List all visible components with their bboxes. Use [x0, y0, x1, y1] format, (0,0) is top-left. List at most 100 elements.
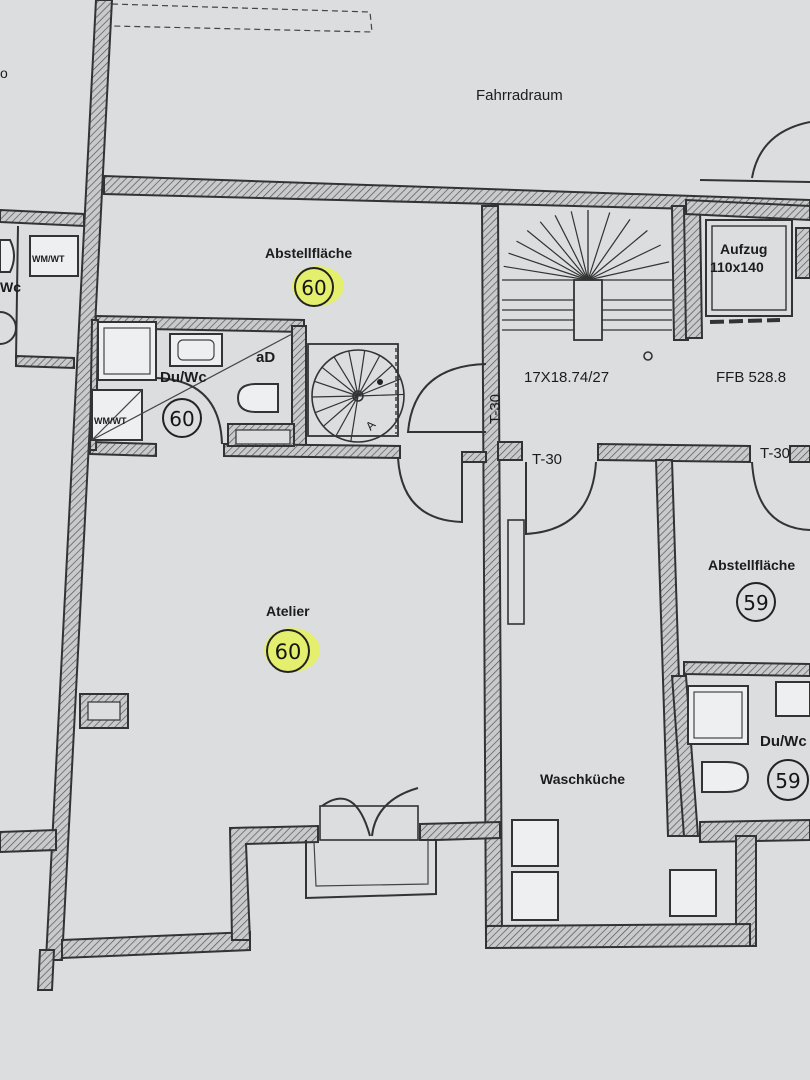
stair-end-dot: [643, 351, 653, 361]
stair-tread: [570, 211, 589, 281]
sink-left: [169, 333, 223, 367]
wasch-counter-top: [507, 519, 525, 625]
room-number-abstell-right-text: 59: [743, 591, 768, 615]
spiral-tread: [321, 366, 359, 397]
bench-duwc-inner: [235, 429, 291, 445]
washer-2: [511, 871, 559, 921]
spiral-tread: [335, 395, 359, 437]
wall-corridor-a: [497, 441, 523, 461]
round-far-left: [0, 311, 17, 345]
door-abstell-right-swing: [751, 461, 810, 531]
sink-left-bowl: [177, 339, 215, 361]
wall-abstell-right-bottom: [683, 660, 810, 678]
room-number-atelier-text: 60: [275, 640, 302, 664]
spiral-tread: [350, 395, 359, 442]
wall-corridor-c: [789, 445, 810, 463]
spiral-tread: [348, 350, 359, 397]
door-entry-swing: [406, 363, 487, 433]
label-wmwt-left: WM/WT: [94, 416, 127, 426]
elevator-car: [711, 225, 787, 311]
room-label-atelier: Atelier: [266, 603, 310, 619]
spiral-tread: [357, 350, 366, 397]
room-label-duwc-right: Du/Wc: [760, 733, 807, 750]
door-wasch-swing: [525, 461, 597, 536]
stair-tread: [554, 215, 589, 281]
spiral-tread: [322, 395, 359, 427]
room-label-abstellflaeche-right: Abstellfläche: [708, 557, 795, 573]
label-t30-vertical: T-30: [487, 394, 504, 424]
wall-left-unit-top: [0, 208, 85, 228]
stair-tread: [587, 212, 611, 281]
wall-duwc-bottom-left: [89, 440, 157, 458]
label-t30-wasch: T-30: [532, 451, 562, 468]
room-number-abstell-top-text: 60: [301, 276, 326, 300]
stair-core: [573, 279, 603, 341]
door-atelier-swing: [397, 457, 463, 524]
window-swing-left: [321, 797, 371, 837]
wall-wasch-bottom-right: [699, 818, 810, 844]
spiral-tread: [314, 380, 359, 397]
stair-tread: [587, 261, 670, 281]
stair-tread: [539, 221, 589, 281]
spiral-stair-center: [352, 390, 364, 402]
washer-box-far-left: [29, 235, 79, 277]
spiral-stair-box: [307, 343, 399, 437]
room-number-duwc-right-text: 59: [775, 769, 800, 793]
spiral-tread: [314, 395, 359, 414]
spiral-tread: [357, 393, 404, 397]
elevator-shaft: [705, 219, 793, 317]
main-stairs: [502, 210, 672, 331]
stair-tread: [503, 265, 589, 281]
wall-atelier-bottom-right: [419, 820, 501, 841]
room-number-duwc-left: [162, 398, 202, 438]
wall-wasch-east: [735, 835, 757, 947]
room-label-abstellflaeche-top: Abstellfläche: [265, 245, 352, 261]
spiral-tread: [357, 364, 393, 397]
curve-top-right: [751, 121, 810, 179]
wall-left-lower: [0, 828, 57, 854]
label-ad: aD: [256, 349, 275, 366]
washer-1: [511, 819, 559, 867]
room-label-aufzug: Aufzug: [720, 241, 767, 257]
wall-fahrradraum-bottom: [103, 174, 810, 214]
room-number-duwc-right: [767, 759, 809, 801]
label-t30-abstell: T-30: [760, 445, 790, 462]
shower-tray-left: [97, 321, 157, 381]
room-label-left-wc: Wc: [0, 279, 21, 295]
room-label-aufzug-size: 110x140: [710, 259, 764, 275]
stair-tread: [526, 230, 589, 281]
wall-niche-inner: [87, 701, 121, 721]
wall-elevator-left: [682, 207, 704, 339]
spiral-stair: [311, 349, 405, 443]
wall-left-bottom: [36, 949, 56, 991]
sink-right: [775, 681, 810, 717]
wall-atelier-bottom-notch: [228, 824, 319, 941]
window-bay-inner: [313, 840, 429, 887]
wall-atelier-bottom-left: [61, 930, 251, 960]
elevator-side: [795, 227, 810, 279]
room-label-waschkueche: Waschküche: [540, 771, 625, 787]
stair-tread: [587, 230, 648, 281]
wall-duwc-bottom-right: [223, 442, 401, 460]
label-wmwt-far-left: WM/WT: [32, 254, 65, 264]
stair-tread: [587, 219, 631, 281]
door-swing-duwc: [155, 377, 223, 445]
spiral-outline: [311, 349, 405, 443]
sink-far-left: [0, 239, 15, 273]
label-stairs: 17X18.74/27: [524, 369, 609, 386]
wall-duwc-right-left: [670, 675, 700, 837]
wall-elevator-top: [685, 198, 810, 222]
wall-left-unit-bottom: [15, 354, 75, 370]
window-frame: [319, 805, 419, 841]
toilet-right: [701, 761, 750, 793]
wasch-appliance: [669, 869, 717, 917]
room-number-duwc-left-text: 60: [169, 407, 194, 431]
wall-left-outer: [44, 0, 114, 961]
room-number-abstell-right: [736, 582, 776, 622]
stair-tread: [587, 244, 662, 281]
toilet-left: [236, 383, 279, 413]
spiral-stair-dot: [377, 379, 383, 385]
spiral-tread: [357, 355, 381, 397]
